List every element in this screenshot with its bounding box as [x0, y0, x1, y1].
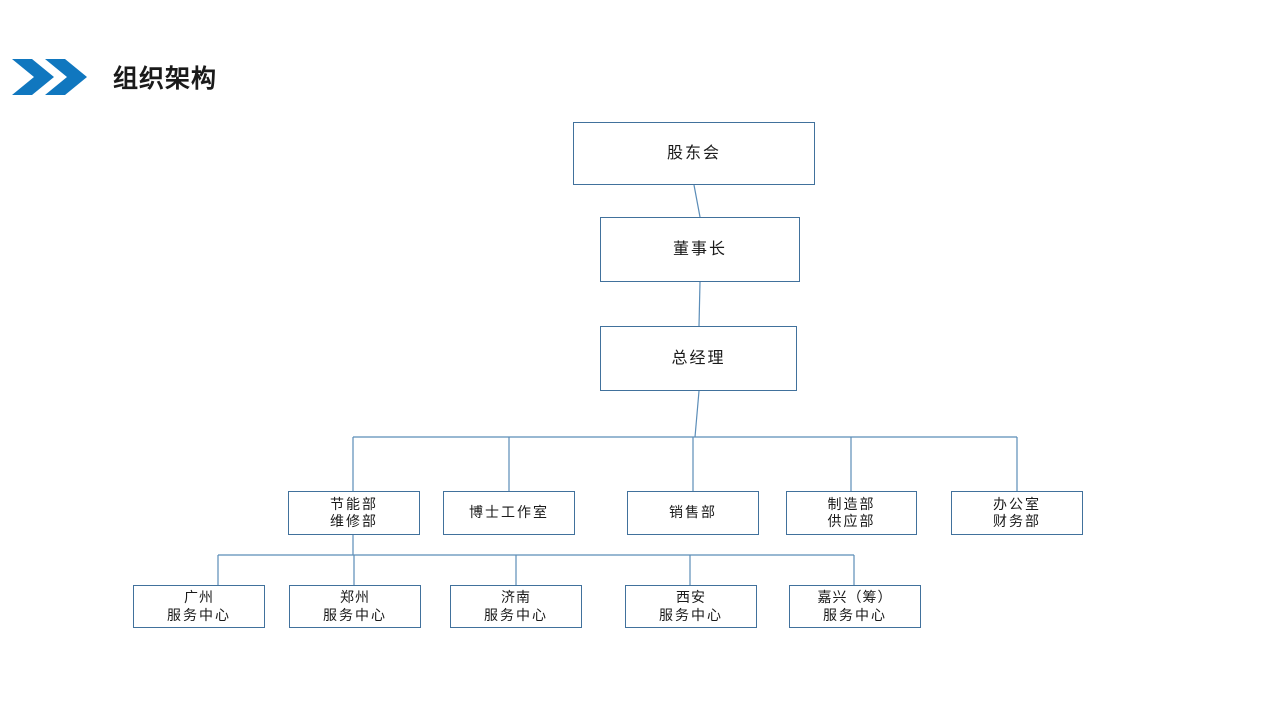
- node-service-center-xian[interactable]: 西安 服务中心: [625, 585, 757, 628]
- node-label-line2: 服务中心: [659, 606, 723, 623]
- slide-header: 组织架构: [0, 0, 1280, 120]
- node-department-doctor-studio[interactable]: 博士工作室: [443, 491, 575, 535]
- node-label-line2: 服务中心: [484, 606, 548, 623]
- node-label-line1: 制造部: [827, 495, 876, 512]
- node-department-energy-maintenance[interactable]: 节能部 维修部: [288, 491, 420, 535]
- node-label-line1: 嘉兴（筹）: [817, 589, 893, 605]
- node-label-line2: 服务中心: [823, 606, 887, 623]
- page-title: 组织架构: [113, 65, 218, 93]
- node-service-center-jinan[interactable]: 济南 服务中心: [450, 585, 582, 628]
- node-label: 股东会: [666, 144, 721, 162]
- node-label-line1: 销售部: [669, 504, 717, 521]
- node-service-center-zhengzhou[interactable]: 郑州 服务中心: [289, 585, 421, 628]
- node-label-line2: 维修部: [330, 513, 378, 529]
- node-chairman[interactable]: 董事长: [600, 217, 800, 282]
- node-label: 董事长: [672, 240, 727, 258]
- node-label-line2: 财务部: [993, 513, 1041, 529]
- node-label-line1: 广州: [184, 589, 214, 605]
- double-chevron-right-icon: [12, 57, 90, 97]
- node-label-line1: 西安: [676, 589, 706, 605]
- node-label-line2: 供应部: [827, 513, 876, 529]
- node-shareholders[interactable]: 股东会: [573, 122, 815, 185]
- node-department-sales[interactable]: 销售部: [627, 491, 759, 535]
- node-label-line1: 博士工作室: [469, 504, 549, 521]
- node-label-line1: 节能部: [330, 495, 378, 512]
- node-department-manufacturing-supply[interactable]: 制造部 供应部: [786, 491, 917, 535]
- node-label-line2: 服务中心: [167, 606, 231, 623]
- node-service-center-jiaxing[interactable]: 嘉兴（筹） 服务中心: [789, 585, 921, 628]
- node-label-line2: 服务中心: [323, 606, 387, 623]
- node-department-office-finance[interactable]: 办公室 财务部: [951, 491, 1083, 535]
- node-label-line1: 郑州: [340, 589, 370, 605]
- node-label: 总经理: [671, 349, 726, 367]
- node-general-manager[interactable]: 总经理: [600, 326, 797, 391]
- node-label-line1: 办公室: [993, 495, 1041, 512]
- node-label-line1: 济南: [501, 589, 531, 605]
- node-service-center-guangzhou[interactable]: 广州 服务中心: [133, 585, 265, 628]
